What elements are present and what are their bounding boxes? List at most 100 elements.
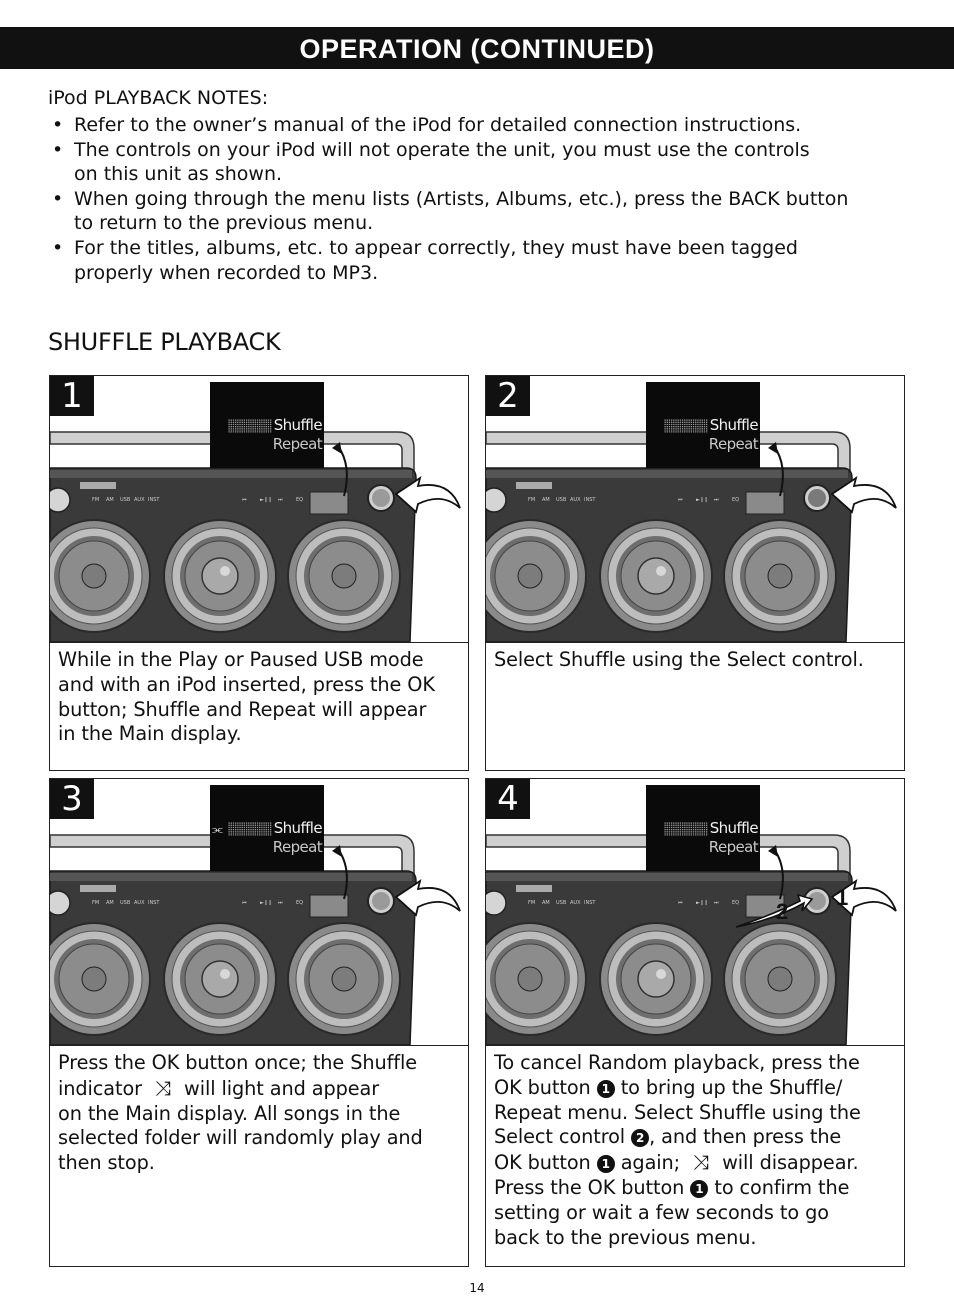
list-item: •Refer to the owner’s manual of the iPod… <box>52 114 802 136</box>
arrow-label-1: 1 <box>836 885 849 910</box>
pointer-arrowhead <box>332 845 342 857</box>
lcd-block <box>309 491 349 515</box>
list-item: •The controls on your iPod will not oper… <box>52 138 810 186</box>
source-label: FM <box>92 900 99 906</box>
speaker <box>486 922 587 1036</box>
step-description: While in the Play or Paused USB mode and… <box>58 648 435 746</box>
list-item: •For the titles, albums, etc. to appear … <box>52 236 798 284</box>
source-label: USB <box>556 497 567 503</box>
transport-label: ⏭ <box>278 497 283 503</box>
small-display <box>516 482 552 489</box>
display-repeat: Repeat <box>708 435 759 453</box>
press-arrow <box>394 475 461 514</box>
source-label: USB <box>120 900 131 906</box>
select-knob-center <box>372 489 390 507</box>
display-repeat: Repeat <box>272 838 323 856</box>
section-title: SHUFFLE PLAYBACK <box>48 328 281 356</box>
shuffle-indicator-icon: ⫘ <box>212 822 223 836</box>
step-description: Select Shuffle using the Select control. <box>494 648 864 671</box>
transport-label: ►❙❙ <box>260 497 272 503</box>
source-label: USB <box>556 900 567 906</box>
source-label: AM <box>542 900 550 906</box>
speaker <box>287 519 401 633</box>
callout-2: 2 <box>631 1129 650 1148</box>
source-label: FM <box>528 900 535 906</box>
speaker <box>599 922 713 1036</box>
small-display <box>516 885 552 892</box>
speaker <box>723 922 837 1036</box>
select-knob-center <box>808 489 826 507</box>
main-display: Shuffle Repeat <box>646 382 760 468</box>
source-label: USB <box>120 497 131 503</box>
source-label: INST <box>584 900 596 906</box>
page-header: OPERATION (CONTINUED) <box>0 27 954 69</box>
display-dots <box>664 822 708 836</box>
select-knob-center <box>808 892 826 910</box>
list-item: •When going through the menu lists (Arti… <box>52 187 849 235</box>
display-repeat: Repeat <box>708 838 759 856</box>
source-label: FM <box>528 497 535 503</box>
pointer-arrowhead <box>332 442 342 454</box>
page-number: 14 <box>469 1281 485 1295</box>
left-knob <box>50 487 71 513</box>
arrow-label-2: 2 <box>776 899 789 924</box>
transport-label: ⏭ <box>714 900 719 906</box>
small-display <box>80 482 116 489</box>
speaker <box>50 519 151 633</box>
top-trim <box>486 873 848 881</box>
display-shuffle: Shuffle <box>273 416 323 434</box>
transport-label: ⏭ <box>714 497 719 503</box>
main-display: Shuffle Repeat <box>646 785 760 871</box>
display-shuffle: Shuffle <box>709 819 759 837</box>
speaker <box>599 519 713 633</box>
speaker <box>50 922 151 1036</box>
source-label: AM <box>542 497 550 503</box>
display-dots <box>228 822 272 836</box>
main-display: Shuffle Repeat <box>210 382 324 468</box>
left-knob <box>50 890 71 916</box>
source-label: AUX <box>570 900 581 906</box>
speaker <box>163 519 277 633</box>
transport-label: EQ <box>296 497 303 503</box>
transport-label: ⏮ <box>242 497 247 503</box>
source-label: AUX <box>134 497 145 503</box>
speaker <box>163 922 277 1036</box>
pointer-arrowhead <box>768 845 778 857</box>
main-display: ⫘ Shuffle Repeat <box>210 785 324 871</box>
pointer-arrowhead <box>768 442 778 454</box>
source-label: AUX <box>134 900 145 906</box>
source-label: AM <box>106 900 114 906</box>
source-label: AUX <box>570 497 581 503</box>
source-label: AM <box>106 497 114 503</box>
display-shuffle: Shuffle <box>273 819 323 837</box>
small-display <box>80 885 116 892</box>
callout-1: 1 <box>596 1079 615 1098</box>
notes-title: iPod PLAYBACK NOTES: <box>48 87 269 109</box>
display-repeat: Repeat <box>272 435 323 453</box>
callout-1: 1 <box>690 1179 709 1198</box>
speaker <box>287 922 401 1036</box>
step-description: To cancel Random playback, press the OK … <box>494 1051 861 1249</box>
transport-label: ►❙❙ <box>696 900 708 906</box>
left-knob <box>486 487 507 513</box>
shuffle-icon: ⤨ <box>155 1075 171 1100</box>
select-arrow <box>735 893 814 928</box>
source-label: INST <box>148 900 160 906</box>
step-number: 1 <box>50 376 94 416</box>
shuffle-icon: ⤨ <box>693 1150 710 1175</box>
callout-1: 1 <box>596 1155 615 1174</box>
transport-label: ⏮ <box>242 900 247 906</box>
left-knob <box>486 890 507 916</box>
source-label: INST <box>148 497 160 503</box>
transport-label: ⏮ <box>678 900 683 906</box>
transport-label: ►❙❙ <box>260 900 272 906</box>
